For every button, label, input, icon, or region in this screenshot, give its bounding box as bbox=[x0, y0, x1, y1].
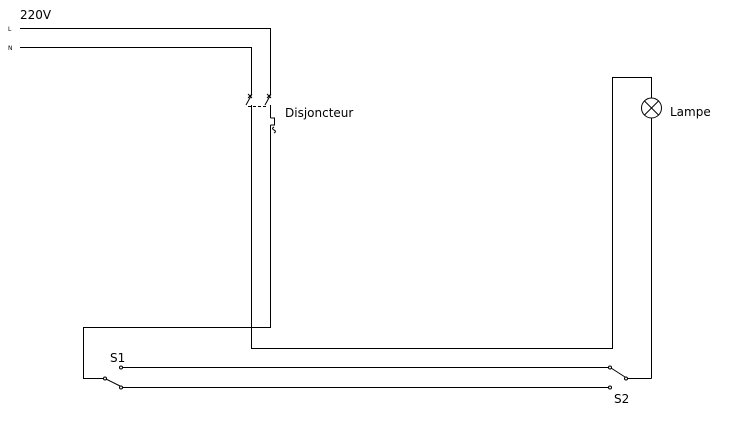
switch-s2 bbox=[608, 365, 628, 390]
lamp-symbol bbox=[627, 97, 662, 379]
circuit-breaker bbox=[245, 93, 276, 134]
lamp-label: Lampe bbox=[670, 105, 711, 119]
neutral-terminal-label: N bbox=[8, 45, 13, 52]
line-wire bbox=[20, 28, 271, 379]
switch-s1 bbox=[103, 365, 123, 390]
line-terminal-label: L bbox=[8, 26, 12, 33]
traveler-wires bbox=[121, 367, 609, 388]
switch-s1-label: S1 bbox=[110, 351, 125, 365]
breaker-label: Disjoncteur bbox=[285, 106, 353, 120]
supply-voltage-label: 220V bbox=[20, 8, 52, 22]
neutral-wire bbox=[20, 47, 652, 349]
switch-s2-label: S2 bbox=[614, 392, 629, 406]
